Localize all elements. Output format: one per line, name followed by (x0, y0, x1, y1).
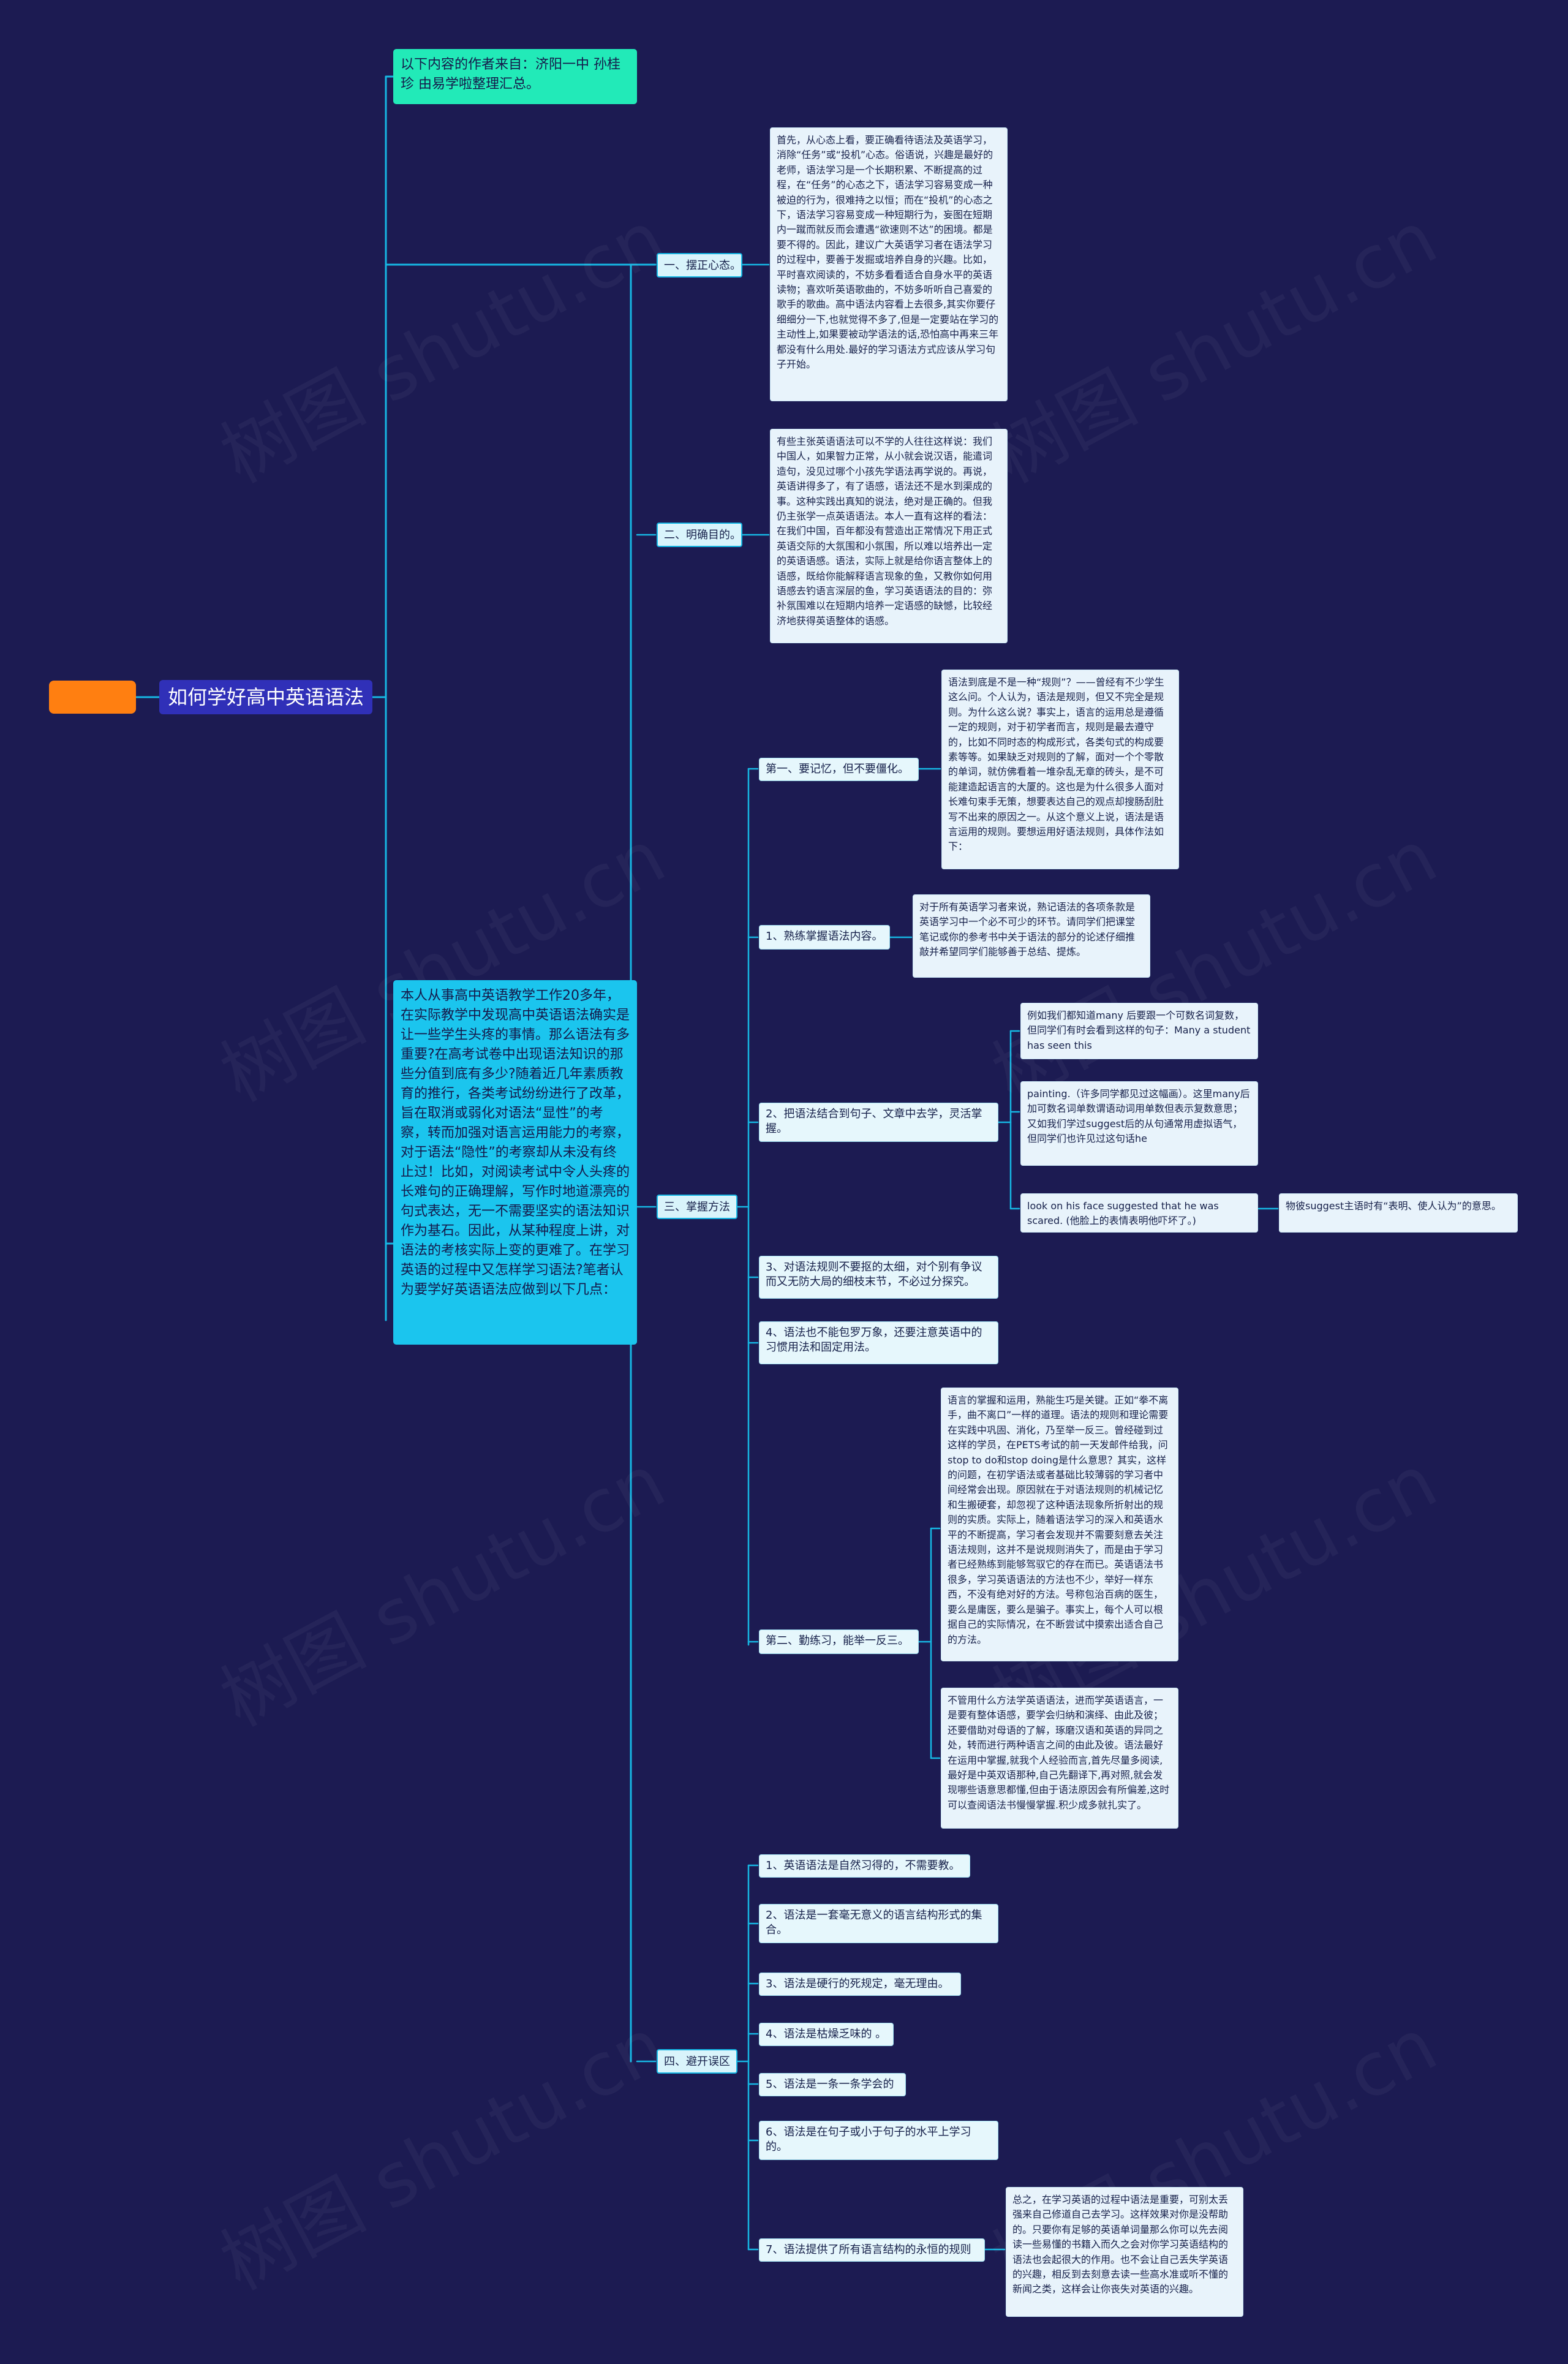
pitfall-item[interactable]: 5、语法是一条一条学会的 (759, 2073, 906, 2096)
example-3-note[interactable]: 物彼suggest主语时有“表明、使人认为”的意思。 (1279, 1193, 1518, 1233)
method-2-text[interactable]: 对于所有英语学习者来说，熟记语法的各项条款是英语学习中一个必不可少的环节。请同学… (913, 894, 1150, 978)
method-6-text-1[interactable]: 语言的掌握和运用，熟能生巧是关键。正如“拳不离手，曲不离口”一样的道理。语法的规… (941, 1388, 1178, 1661)
author-note[interactable]: 以下内容的作者来自：济阳一中 孙桂珍 由易学啦整理汇总。 (393, 49, 637, 104)
method-5-label[interactable]: 4、语法也不能包罗万象，还要注意英语中的习惯用法和固定用法。 (759, 1321, 998, 1364)
method-6-label[interactable]: 第二、勤练习，能举一反三。 (759, 1629, 919, 1654)
pitfall-item[interactable]: 1、英语语法是自然习得的，不需要教。 (759, 1854, 970, 1878)
method-2-label[interactable]: 1、熟练掌握语法内容。 (759, 925, 890, 950)
method-1-label[interactable]: 第一、要记忆，但不要僵化。 (759, 758, 919, 781)
method-1-text[interactable]: 语法到底是不是一种“规则”？——曾经有不少学生这么问。个人认为，语法是规则，但又… (941, 670, 1179, 869)
example-1-text[interactable]: 例如我们都知道many 后要跟一个可数名词复数，但同学们有时会看到这样的句子：M… (1020, 1003, 1258, 1059)
pitfall-item[interactable]: 2、语法是一套毫无意义的语言结构形式的集合。 (759, 1904, 998, 1943)
main-title-node[interactable]: 如何学好高中英语语法 (159, 680, 372, 714)
example-3-text[interactable]: look on his face suggested that he was s… (1020, 1193, 1258, 1233)
section-4-label[interactable]: 四、避开误区 (657, 2049, 737, 2074)
pitfall-item[interactable]: 6、语法是在句子或小于句子的水平上学习的。 (759, 2121, 998, 2160)
section-1-text[interactable]: 首先，从心态上看，要正确看待语法及英语学习，消除“任务”或“投机”心态。俗语说，… (770, 127, 1008, 401)
section-2-text[interactable]: 有些主张英语语法可以不学的人往往这样说：我们中国人，如果智力正常，从小就会说汉语… (770, 429, 1008, 643)
pitfall-item[interactable]: 4、语法是枯燥乏味的 。 (759, 2023, 894, 2046)
pitfall-item[interactable]: 3、语法是硬行的死规定，毫无理由。 (759, 1973, 961, 1996)
pitfall-item[interactable]: 7、语法提供了所有语言结构的永恒的规则 (759, 2238, 985, 2262)
section-3-label[interactable]: 三、掌握方法 (657, 1195, 737, 1219)
intro-text[interactable]: 本人从事高中英语教学工作20多年，在实际教学中发现高中英语语法确实是让一些学生头… (393, 980, 637, 1345)
example-2-text[interactable]: painting.（许多同学都见过这幅画）。这里many后加可数名词单数谓语动词… (1020, 1081, 1258, 1166)
section-2-label[interactable]: 二、明确目的。 (657, 523, 742, 547)
method-6-text-2[interactable]: 不管用什么方法学英语语法，进而学英语语言，一是要有整体语感，要学会归纳和演绎、由… (941, 1688, 1178, 1829)
root-node[interactable] (49, 681, 136, 714)
section-1-label[interactable]: 一、摆正心态。 (657, 253, 742, 278)
method-4-label[interactable]: 3、对语法规则不要抠的太细，对个别有争议而又无防大局的细枝末节，不必过分探究。 (759, 1256, 998, 1299)
method-3-label[interactable]: 2、把语法结合到句子、文章中去学，灵活掌握。 (759, 1103, 998, 1142)
summary-text[interactable]: 总之，在学习英语的过程中语法是重要，可别太丢强来自己修道自己去学习。这样效果对你… (1006, 2187, 1243, 2317)
